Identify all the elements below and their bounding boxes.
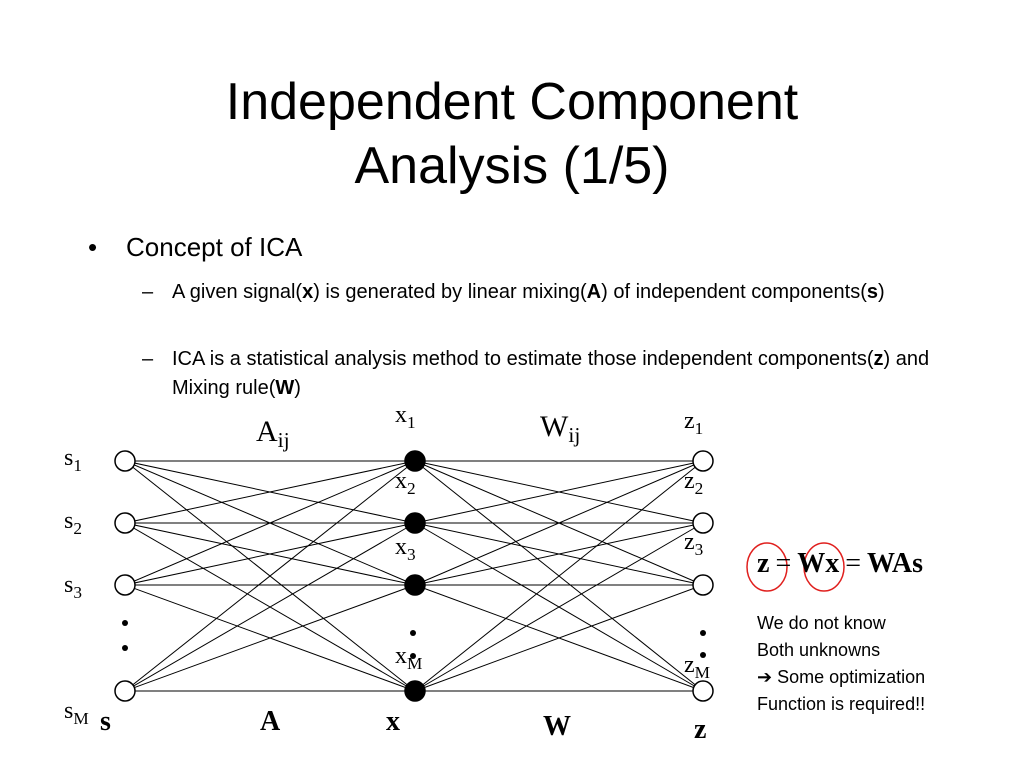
equation-highlights (746, 542, 845, 592)
edge-x3-z2 (414, 522, 704, 586)
ellipsis-dot-3 (410, 630, 416, 636)
title-line-1: Independent Component (225, 73, 799, 131)
network-nodes (114, 450, 714, 702)
highlight-circle-z (746, 542, 788, 592)
output-label-4: zM (684, 652, 710, 682)
output-node-1 (692, 450, 714, 472)
output-label-2: z2 (684, 468, 703, 498)
equation-mid: Wx (797, 548, 840, 579)
source-label-4: sM (64, 698, 89, 728)
edge-x4-z2 (414, 522, 704, 692)
note-line-1: We do not know (757, 613, 886, 633)
mixed-label-1: x1 (395, 402, 416, 432)
source-node-2 (114, 512, 136, 534)
highlight-circle-w (803, 542, 845, 592)
mixed-label-3: x3 (395, 534, 416, 564)
equation-rhs: WAs (867, 548, 924, 579)
mixed-label-4: xM (395, 643, 422, 673)
source-label-1: s1 (64, 445, 82, 475)
output-label-3: z3 (684, 529, 703, 559)
mixed-node-1 (404, 450, 426, 472)
edge-x2-z1 (414, 460, 704, 524)
ellipsis-dot-5 (700, 630, 706, 636)
edge-s3-x1 (124, 460, 416, 586)
source-node-3 (114, 574, 136, 596)
equation-eq2: = (845, 548, 862, 579)
arrow-icon: ➔ (757, 667, 773, 687)
ellipsis-dot-2 (122, 645, 128, 651)
edge-s3-x2 (124, 522, 416, 586)
edge-s4-x1 (124, 460, 416, 692)
edge-s4-x2 (124, 522, 416, 692)
source-node-4 (114, 680, 136, 702)
bullet-sub-1-text: A given signal(x) is generated by linear… (172, 281, 885, 303)
layer-label-x: x (386, 706, 400, 737)
edge-x3-z1 (414, 460, 704, 586)
ica-equation: z=Wx=WAs (757, 548, 923, 580)
layer-label-a: A (260, 706, 281, 737)
source-label-2: s2 (64, 508, 82, 538)
ellipsis-dot-6 (700, 652, 706, 658)
slide-title: Independent Component Analysis (1/5) (0, 70, 1024, 198)
output-node-2 (692, 512, 714, 534)
note-line-2: Both unknowns (757, 640, 881, 660)
edge-s4-x3 (124, 584, 416, 692)
bullet-sub-2-text: ICA is a statistical analysis method to … (172, 348, 930, 399)
edge-s2-x1 (124, 460, 416, 524)
edge-x4-z1 (414, 460, 704, 692)
output-node-3 (692, 574, 714, 596)
output-label-1: z1 (684, 408, 703, 438)
source-node-1 (114, 450, 136, 472)
network-edges (124, 460, 704, 692)
edge-x4-z3 (414, 584, 704, 692)
note-line-3: ➔ Some optimization (757, 667, 926, 687)
layer-label-s: s (100, 706, 111, 737)
mixing-matrix-label: Aij (256, 415, 290, 452)
equation-eq1: = (775, 548, 792, 579)
layer-label-w: W (543, 711, 571, 742)
mixed-label-2: x2 (395, 468, 416, 498)
bullet-main-text: Concept of ICA (126, 232, 303, 262)
unmixing-matrix-label: Wij (540, 410, 580, 447)
unknowns-note: We do not know Both unknowns ➔ Some opti… (757, 610, 925, 718)
mixed-node-2 (404, 512, 426, 534)
ellipsis-dot-1 (122, 620, 128, 626)
source-label-3: s3 (64, 572, 82, 602)
title-line-2: Analysis (1/5) (354, 137, 670, 195)
output-node-4 (692, 680, 714, 702)
layer-label-z: z (694, 714, 706, 745)
note-line-4: Function is required!! (757, 694, 926, 714)
ellipsis-dot-4 (410, 653, 416, 659)
mixed-node-4 (404, 680, 426, 702)
equation-lhs: z (757, 548, 770, 579)
mixed-node-3 (404, 574, 426, 596)
